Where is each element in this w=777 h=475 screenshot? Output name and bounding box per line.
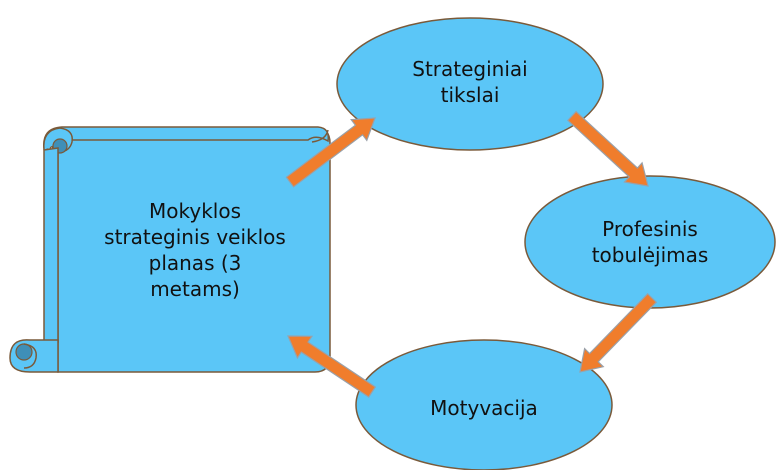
node-motivation-label: Motyvacija xyxy=(374,390,594,426)
node-development-line-2: tobulėjimas xyxy=(591,243,709,267)
node-goals-label: Strateginiai tikslai xyxy=(360,50,580,114)
arrows xyxy=(285,110,658,398)
scroll-label-line-1: Mokyklos xyxy=(149,199,241,223)
scroll-label: Mokyklos strateginis veiklos planas (3 m… xyxy=(70,180,320,320)
scroll-shape xyxy=(9,126,331,373)
scroll-label-line-3: planas (3 xyxy=(148,251,242,275)
arrow-development-to-motivation xyxy=(579,292,658,373)
node-development-label: Profesinis tobulėjimas xyxy=(540,210,760,274)
node-goals-line-2: tikslai xyxy=(440,83,500,107)
node-goals-line-1: Strateginiai xyxy=(412,57,528,81)
scroll-label-line-2: strateginis veiklos xyxy=(104,225,286,249)
arrow-motivation-to-scroll xyxy=(287,335,377,398)
node-goals-shape xyxy=(336,17,604,151)
node-motivation-line-1: Motyvacija xyxy=(430,396,538,420)
node-development-line-1: Profesinis xyxy=(602,217,698,241)
arrow-goals-to-development xyxy=(567,110,649,187)
arrow-scroll-to-goals xyxy=(285,117,376,188)
scroll-label-line-4: metams) xyxy=(150,277,240,301)
